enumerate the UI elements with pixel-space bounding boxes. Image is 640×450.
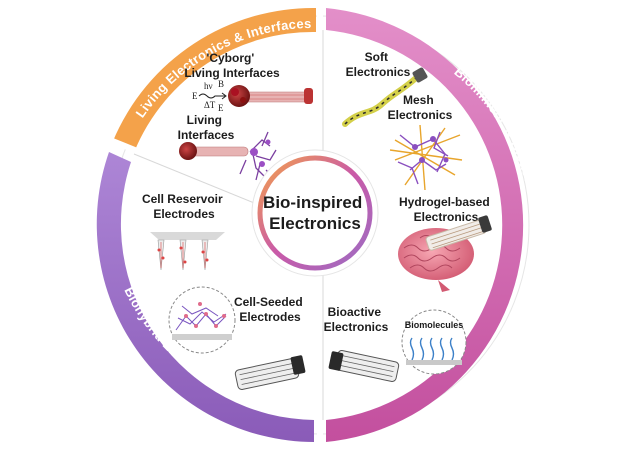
electric-symbol: E [218, 103, 224, 113]
living-interfaces-label-line2: Interfaces [178, 128, 235, 142]
svg-text:Soft Electronics: Soft Electronics [346, 50, 411, 79]
bioactive-label-line2: Electronics [324, 320, 389, 334]
cyborg-label-line1: 'Cyborg' [206, 51, 254, 65]
magnetic-symbol: B [218, 79, 224, 89]
hydrogel-based-electronics: Hydrogel-based Electronics [398, 195, 493, 292]
cell-seeded-callout [168, 286, 236, 354]
mesh-electronics-image [389, 124, 463, 191]
cyborg-label-line2: Living Interfaces [184, 66, 280, 80]
svg-text:Mesh Electronics: Mesh Electronics [388, 93, 453, 122]
temperature-symbol: ΔT [204, 100, 216, 110]
svg-text:Bioactive Electronics: Bioactive Electronics [324, 305, 389, 334]
svg-text:Cell-Seeded Electrodes: Cell-Seeded Electrodes [234, 295, 306, 324]
svg-text:'Cyborg' Living Interfac: 'Cyborg' Living Interfaces [184, 51, 280, 80]
living-band [113, 7, 316, 150]
soft-electronics-label-line1: Soft [365, 50, 388, 64]
center-hub: Bio-inspired Electronics [251, 149, 379, 277]
cell-seeded-label-line2: Electrodes [239, 310, 301, 324]
outer-bands [96, 7, 524, 442]
cell-seeded-probe-image [234, 355, 306, 390]
cell-reservoir-label-line2: Electrodes [153, 207, 215, 221]
stimuli-symbols: hν E ΔT B E [192, 79, 224, 113]
light-symbol: hν [204, 81, 213, 91]
cell-reservoir-image [150, 232, 225, 271]
svg-text:Bio-inspired Electronics: Bio-inspired Electronics [263, 193, 367, 233]
bioactive-electronics: Bioactive Electronics Biomolecules [324, 305, 467, 382]
stimulus-arrow [198, 93, 225, 99]
svg-text:Hydrogel-based Electroni: Hydrogel-based Electronics [399, 195, 493, 224]
bioactive-probe-image [328, 350, 400, 382]
center-title-line1: Bio-inspired [263, 193, 362, 212]
cell-seeded-label-line1: Cell-Seeded [234, 295, 303, 309]
cell-reservoir-label-line1: Cell Reservoir [142, 192, 223, 206]
biomolecules-callout: Biomolecules [401, 309, 467, 375]
svg-text:Cell Reservoir Electrode: Cell Reservoir Electrodes [142, 192, 226, 221]
soft-electronics-label-line2: Electronics [346, 65, 411, 79]
cell-reservoir-electrodes: Cell Reservoir Electrodes [142, 192, 226, 271]
hydrogel-label-line2: Electronics [414, 210, 479, 224]
living-interfaces-label-line1: Living [187, 113, 222, 127]
cell-seeded-electrodes: Cell-Seeded Electrodes [168, 286, 306, 390]
cyborg-living-interfaces: 'Cyborg' Living Interfaces hν E ΔT B E [184, 51, 313, 113]
center-title-line2: Electronics [269, 214, 361, 233]
biomolecules-label: Biomolecules [405, 320, 464, 330]
biohybrid-band [96, 152, 314, 442]
living-interfaces: Living Interfaces [178, 113, 277, 181]
mesh-electronics-label-line2: Electronics [388, 108, 453, 122]
svg-text:Living Interfaces: Living Interfaces [178, 113, 235, 142]
living-interface-device-image [179, 131, 277, 181]
mesh-electronics-label-line1: Mesh [403, 93, 434, 107]
soft-electronics: Soft Electronics [342, 50, 428, 127]
soft-electronics-image [342, 67, 428, 127]
hydrogel-ribbon-image [425, 215, 492, 251]
field-symbol: E [192, 91, 198, 101]
hydrogel-label-line1: Hydrogel-based [399, 195, 490, 209]
cyborg-device-image [228, 85, 313, 107]
bioactive-label-line1: Bioactive [328, 305, 382, 319]
biomimetic-band [326, 8, 524, 442]
mesh-electronics: Mesh Electronics [388, 93, 463, 191]
